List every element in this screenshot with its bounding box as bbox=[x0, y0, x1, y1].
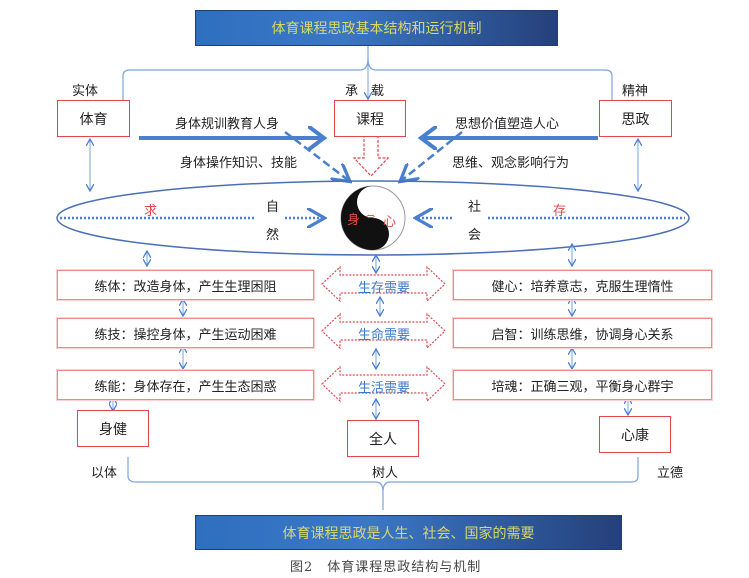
need-double-arrow bbox=[321, 312, 446, 350]
need-survival: 生存需要 bbox=[357, 281, 410, 296]
left-row: 练能：身体存在，产生生态困惑 bbox=[57, 370, 314, 400]
bottom-bracket bbox=[127, 457, 639, 510]
label-entity: 实体 bbox=[72, 84, 99, 99]
word-society-1: 社 bbox=[468, 200, 482, 215]
hollow-down-arrow bbox=[352, 135, 390, 177]
top-title-bar: 体育课程思政基本结构和运行机制 bbox=[195, 10, 558, 46]
flow-left-bottom: 身体操作知识、技能 bbox=[180, 156, 298, 171]
box-politics: 思政 bbox=[599, 100, 672, 137]
label-carry: 承 载 bbox=[345, 84, 385, 99]
word-body: 身 bbox=[347, 213, 361, 228]
word-seek: 求 bbox=[144, 204, 158, 219]
box-mind-health: 心康 bbox=[599, 416, 671, 453]
need-double-arrow bbox=[321, 365, 446, 403]
need-double-arrow bbox=[321, 265, 446, 303]
right-row: 培魂：正确三观，平衡身心群宇 bbox=[453, 370, 712, 400]
word-exist: 存 bbox=[553, 204, 567, 219]
yin-yang-icon bbox=[340, 185, 406, 251]
box-whole-person: 全人 bbox=[347, 420, 419, 457]
need-life: 生命需要 bbox=[357, 328, 410, 343]
flow-right-bottom: 思维、观念影响行为 bbox=[452, 156, 570, 171]
word-nature-1: 自 bbox=[266, 200, 280, 215]
left-row: 练技：操控身体，产生运动困难 bbox=[57, 318, 314, 348]
bottom-title-bar: 体育课程思政是人生、社会、国家的需要 bbox=[195, 515, 622, 550]
label-virtue: 立德 bbox=[657, 466, 684, 481]
box-body-health: 身健 bbox=[77, 410, 149, 447]
label-by-body: 以体 bbox=[91, 466, 118, 481]
box-course: 课程 bbox=[334, 100, 406, 137]
label-cultivate: 树人 bbox=[372, 466, 399, 481]
word-society-2: 会 bbox=[468, 228, 482, 243]
figure-caption: 图2 体育课程思政结构与机制 bbox=[290, 560, 482, 575]
box-pe: 体育 bbox=[57, 100, 130, 137]
word-nature-2: 然 bbox=[266, 228, 280, 243]
flow-right-top: 思想价值塑造人心 bbox=[455, 117, 560, 132]
left-row: 练体：改造身体，产生生理困阻 bbox=[57, 270, 314, 300]
right-row: 健心：培养意志，克服生理惰性 bbox=[453, 270, 712, 300]
right-row: 启智：训练思维，协调身心关系 bbox=[453, 318, 712, 348]
need-living: 生活需要 bbox=[357, 381, 410, 396]
body-mind-arrow-icon: ⇔ bbox=[366, 210, 376, 223]
flow-left-top: 身体规训教育人身 bbox=[175, 117, 280, 132]
label-spirit: 精神 bbox=[622, 84, 649, 99]
word-mind: 心 bbox=[383, 215, 397, 230]
